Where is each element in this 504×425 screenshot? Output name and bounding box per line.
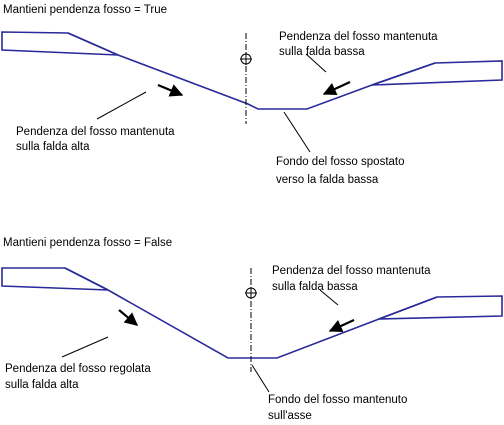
label-upper-right: Pendenza del fosso mantenuta sulla falda… bbox=[272, 265, 434, 293]
circle-crosshair-icon bbox=[240, 53, 252, 65]
label-bottom: Fondo del fosso mantenuto sull'asse bbox=[268, 394, 411, 422]
leader-line bbox=[319, 289, 339, 306]
left-shoulder bbox=[1, 267, 109, 291]
panel-true: Mantieni pendenza fosso = True Pendenza … bbox=[1, 4, 503, 186]
arrow-icon bbox=[118, 309, 139, 326]
label-left: Pendenza del fosso mantenuta sulla falda… bbox=[16, 126, 178, 153]
leader-line bbox=[61, 336, 109, 358]
leader-line bbox=[305, 53, 327, 73]
arrow-icon bbox=[157, 83, 184, 97]
left-shoulder bbox=[1, 31, 119, 56]
panel-title: Mantieni pendenza fosso = True bbox=[3, 4, 167, 16]
label-bottom: Fondo del fosso spostato verso la falda … bbox=[276, 156, 408, 186]
label-left: Pendenza del fosso regolata sulla falda … bbox=[5, 363, 154, 391]
panel-false: Mantieni pendenza fosso = False Pendenza… bbox=[1, 237, 503, 422]
leader-line bbox=[96, 91, 147, 120]
arrow-icon bbox=[328, 319, 355, 333]
circle-crosshair-icon bbox=[245, 287, 257, 299]
label-upper-right: Pendenza del fosso mantenuta sulla falda… bbox=[279, 31, 441, 58]
right-shoulder bbox=[371, 60, 503, 86]
leader-line bbox=[251, 364, 270, 393]
ditch-profile bbox=[67, 32, 436, 110]
arrow-icon bbox=[322, 81, 351, 96]
panel-title: Mantieni pendenza fosso = False bbox=[3, 237, 172, 249]
right-shoulder bbox=[378, 295, 503, 320]
leader-line bbox=[283, 111, 311, 153]
